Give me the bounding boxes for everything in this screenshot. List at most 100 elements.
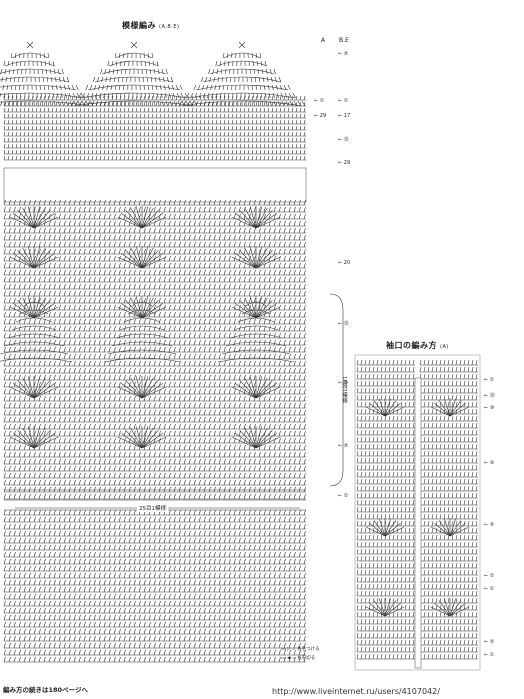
double-crochet <box>93 199 96 206</box>
double-crochet <box>193 579 196 586</box>
double-crochet <box>8 262 11 269</box>
double-crochet <box>33 565 36 572</box>
double-crochet <box>233 444 236 451</box>
pineapple-row <box>123 317 161 323</box>
double-crochet <box>213 579 216 586</box>
double-crochet <box>178 269 181 276</box>
fan-stitch <box>33 297 46 319</box>
double-crochet <box>255 52 257 59</box>
double-crochet <box>223 516 226 523</box>
double-crochet <box>233 530 236 537</box>
double-crochet <box>43 451 46 458</box>
double-crochet <box>143 119 146 125</box>
double-crochet <box>31 95 34 101</box>
double-crochet <box>268 551 271 558</box>
fan-stitch <box>121 213 143 229</box>
double-crochet <box>53 374 56 381</box>
double-crochet <box>148 367 151 374</box>
double-crochet <box>7 131 10 137</box>
double-crochet <box>51 143 54 149</box>
double-crochet <box>243 220 246 227</box>
double-crochet <box>68 451 71 458</box>
double-crochet <box>258 451 261 458</box>
double-crochet <box>233 451 236 458</box>
double-crochet <box>100 68 103 75</box>
double-crochet <box>23 269 26 276</box>
double-crochet <box>143 283 146 290</box>
double-crochet <box>43 113 46 119</box>
double-crochet <box>287 131 290 137</box>
double-crochet <box>148 451 151 458</box>
double-crochet <box>58 472 61 479</box>
double-crochet <box>143 248 146 255</box>
double-crochet <box>248 311 251 318</box>
double-crochet <box>265 100 268 107</box>
double-crochet <box>287 101 290 107</box>
double-crochet <box>263 297 266 304</box>
double-crochet <box>198 430 201 437</box>
double-crochet <box>239 113 242 119</box>
double-crochet <box>31 113 34 119</box>
double-crochet <box>218 297 221 304</box>
double-crochet <box>98 339 101 346</box>
double-crochet <box>218 409 221 416</box>
double-crochet <box>23 444 26 451</box>
double-crochet <box>83 430 86 437</box>
double-crochet <box>103 388 106 395</box>
double-crochet <box>54 76 57 83</box>
double-crochet <box>113 262 116 269</box>
fan-stitch <box>135 296 143 319</box>
double-crochet <box>248 551 251 558</box>
double-crochet <box>171 143 174 149</box>
double-crochet <box>8 325 11 332</box>
double-crochet <box>188 565 191 572</box>
double-crochet <box>118 516 121 523</box>
double-crochet <box>103 479 106 486</box>
double-crochet <box>208 516 211 523</box>
double-crochet <box>211 155 214 161</box>
double-crochet <box>128 360 131 367</box>
double-crochet <box>63 283 66 290</box>
double-crochet <box>208 269 211 276</box>
double-crochet <box>13 339 16 346</box>
fan-stitch <box>33 247 46 269</box>
double-crochet <box>13 199 16 206</box>
double-crochet <box>219 113 222 119</box>
double-crochet <box>183 353 186 360</box>
double-crochet <box>128 220 131 227</box>
double-crochet <box>213 311 216 318</box>
double-crochet <box>163 479 166 486</box>
double-crochet <box>263 199 266 206</box>
double-crochet <box>223 339 226 346</box>
double-crochet <box>23 472 26 479</box>
double-crochet <box>167 131 170 137</box>
double-crochet <box>283 227 286 234</box>
double-crochet <box>293 437 296 444</box>
double-crochet <box>248 325 251 332</box>
double-crochet <box>199 131 202 137</box>
double-crochet <box>213 269 216 276</box>
double-crochet <box>53 444 56 451</box>
double-crochet <box>28 402 31 409</box>
double-crochet <box>3 95 6 101</box>
double-crochet <box>128 395 131 402</box>
double-crochet <box>19 137 22 143</box>
double-crochet <box>13 388 16 395</box>
double-crochet <box>28 586 31 593</box>
double-crochet <box>147 149 150 155</box>
double-crochet <box>31 119 34 125</box>
double-crochet <box>188 402 191 409</box>
double-crochet <box>219 60 222 67</box>
double-crochet <box>18 472 21 479</box>
double-crochet <box>188 586 191 593</box>
double-crochet <box>293 262 296 269</box>
double-crochet <box>113 297 116 304</box>
double-crochet <box>123 551 126 558</box>
double-crochet <box>107 119 110 125</box>
double-crochet <box>38 579 41 586</box>
double-crochet <box>233 472 236 479</box>
double-crochet <box>288 353 291 360</box>
double-crochet <box>53 551 56 558</box>
double-crochet <box>88 458 91 465</box>
double-crochet <box>223 479 226 486</box>
